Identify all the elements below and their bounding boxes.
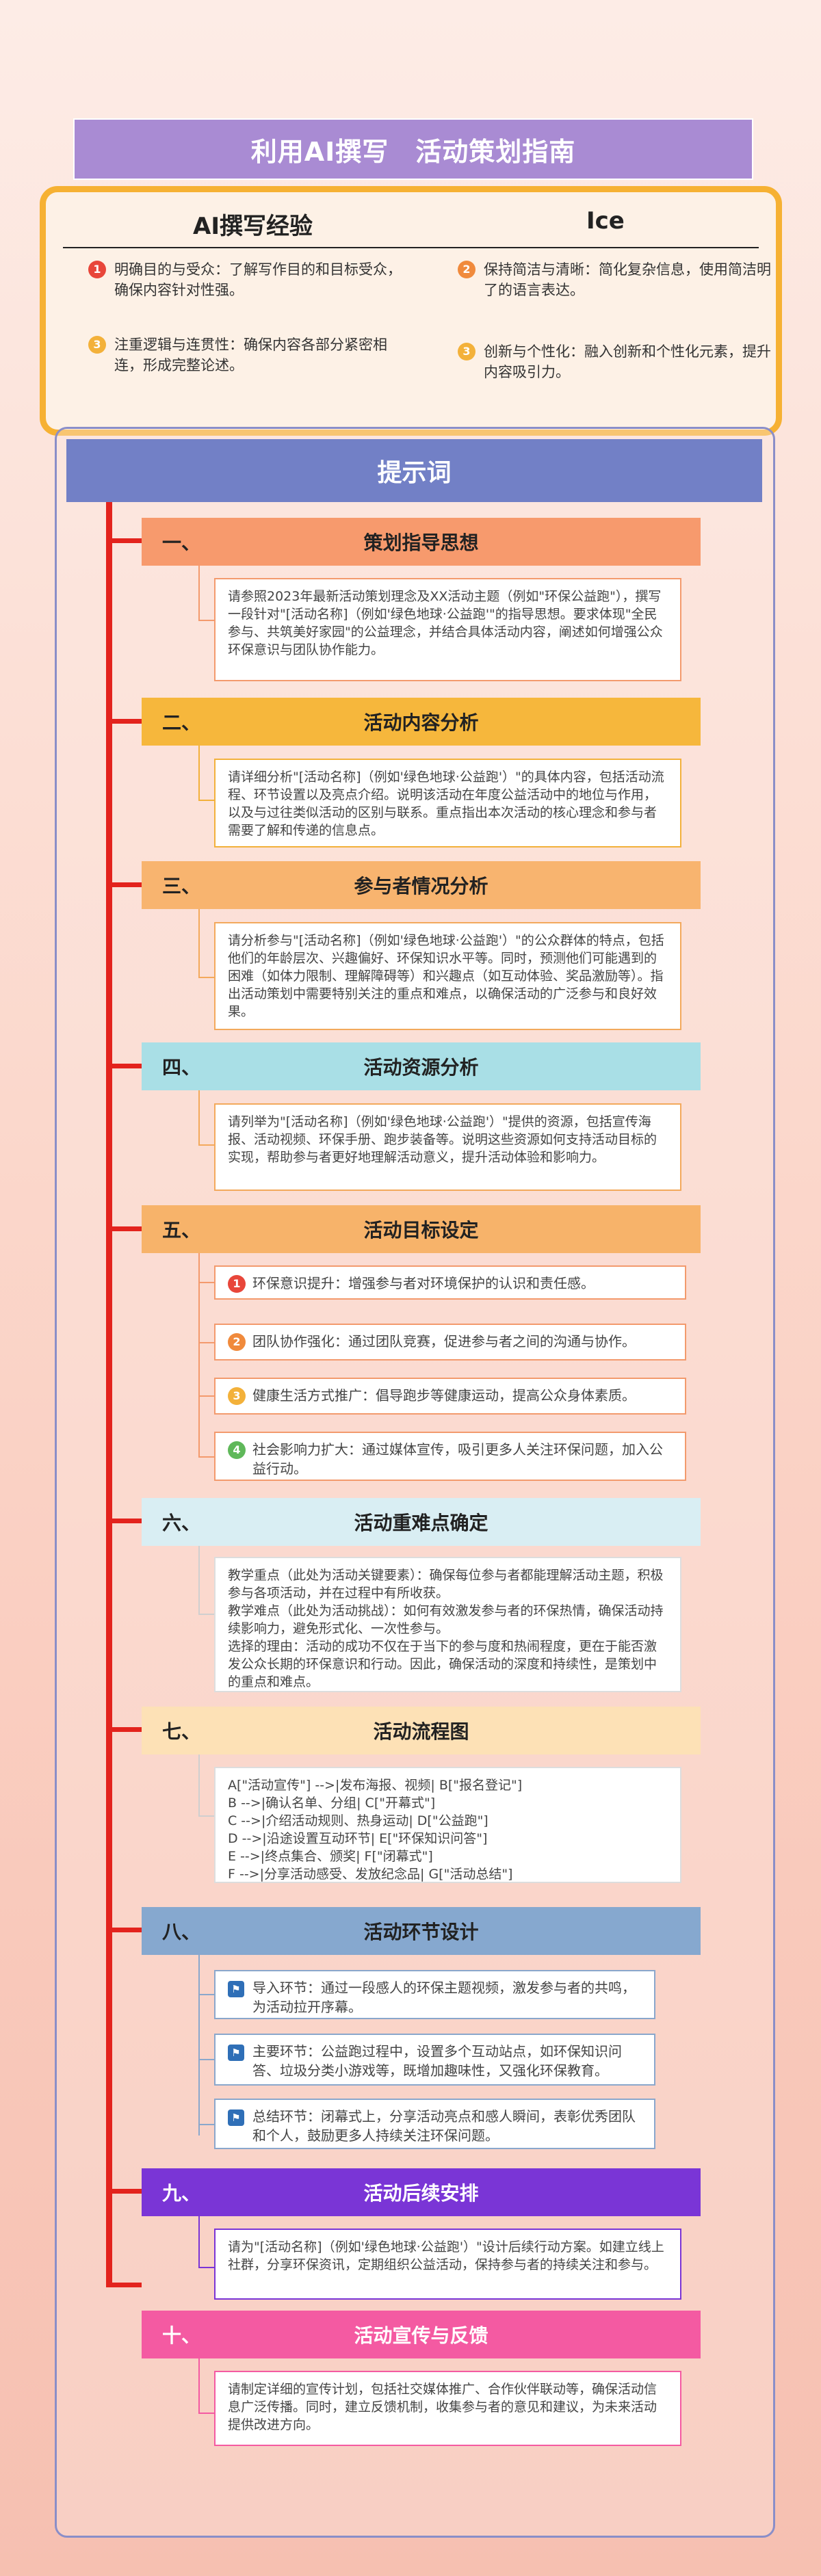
section-header-8: 八、活动环节设计	[142, 1907, 701, 1955]
connector	[198, 1282, 214, 1283]
connector	[198, 1955, 200, 2135]
connector	[198, 1090, 200, 1145]
section-header-2: 二、活动内容分析	[142, 698, 701, 746]
section-header-10: 十、活动宣传与反馈	[142, 2311, 701, 2358]
connector	[198, 977, 214, 978]
flag-icon: ⚑	[228, 2110, 244, 2126]
timeline-branch	[106, 1226, 142, 1231]
section-header-4: 四、活动资源分析	[142, 1042, 701, 1090]
number-badge: 1	[88, 261, 106, 278]
section-header-6: 六、活动重难点确定	[142, 1498, 701, 1546]
connector	[198, 1546, 200, 1614]
experience-item: 1 明确目的与受众：了解写作目的和目标受众，确保内容针对性强。	[88, 259, 408, 300]
experience-item: 3 注重逻辑与连贯性：确保内容各部分紧密相连，形成完整论述。	[88, 334, 408, 376]
step-item: ⚑ 导入环节：通过一段感人的环保主题视频，激发参与者的共鸣，为活动拉开序幕。	[214, 1970, 655, 2019]
number-badge: 2	[458, 261, 475, 278]
section-content: 请为"[活动名称]（例如'绿色地球·公益跑'）"设计后续行动方案。如建立线上社群…	[214, 2229, 681, 2300]
timeline-branch	[106, 1519, 142, 1523]
section-content: 请列举为"[活动名称]（例如'绿色地球·公益跑'）"提供的资源，包括宣传海报、活…	[214, 1103, 681, 1191]
connector	[198, 1754, 200, 1816]
connector	[198, 2216, 200, 2268]
experience-divider	[63, 247, 759, 248]
number-badge: 3	[88, 336, 106, 354]
prompt-heading: 提示词	[66, 439, 762, 502]
section-header-3: 三、参与者情况分析	[142, 861, 701, 909]
timeline-branch	[106, 882, 142, 887]
connector	[198, 800, 214, 801]
connector	[198, 2413, 214, 2414]
flag-icon: ⚑	[228, 1981, 244, 1997]
connector	[198, 2059, 214, 2060]
connector	[198, 620, 214, 621]
section-content: 请制定详细的宣传计划，包括社交媒体推广、合作伙伴联动等，确保活动信息广泛传播。同…	[214, 2371, 681, 2446]
number-badge: 4	[228, 1441, 246, 1459]
section-header-1: 一、策划指导思想	[142, 518, 701, 566]
goal-item: 1 环保意识提升：增强参与者对环境保护的认识和责任感。	[214, 1265, 686, 1300]
number-badge: 2	[228, 1333, 246, 1351]
experience-heading: AI撰写经验	[193, 213, 313, 240]
section-header-9: 九、活动后续安排	[142, 2168, 701, 2216]
section-content: 请参照2023年最新活动策划理念及XX活动主题（例如"环保公益跑"），撰写一段针…	[214, 578, 681, 681]
connector	[198, 1342, 214, 1343]
connector	[198, 2267, 214, 2268]
timeline-branch	[106, 538, 142, 543]
goal-item: 4 社会影响力扩大：通过媒体宣传，吸引更多人关注环保问题，加入公益行动。	[214, 1432, 686, 1481]
section-header-5: 五、活动目标设定	[142, 1205, 701, 1253]
connector	[198, 1994, 214, 1995]
flowchart-content: A["活动宣传"] -->|发布海报、视频| B["报名登记"] B -->|确…	[214, 1767, 681, 1883]
connector	[198, 909, 200, 977]
connector	[198, 746, 200, 800]
timeline-branch	[106, 1727, 142, 1732]
step-item: ⚑ 主要环节：公益跑过程中，设置多个互动站点，如环保知识问答、垃圾分类小游戏等，…	[214, 2034, 655, 2086]
experience-item: 2 保持简洁与清晰：简化复杂信息，使用简洁明了的语言表达。	[458, 259, 771, 300]
experience-panel: AI撰写经验 Ice 1 明确目的与受众：了解写作目的和目标受众，确保内容针对性…	[40, 186, 782, 436]
timeline-branch	[106, 1928, 142, 1932]
timeline-branch	[106, 2283, 142, 2287]
ice-heading: Ice	[586, 207, 625, 235]
timeline-branch	[106, 1064, 142, 1068]
connector	[198, 1253, 200, 1457]
number-badge: 3	[458, 343, 475, 360]
step-item: ⚑ 总结环节：闭幕式上，分享活动亮点和感人瞬间，表彰优秀团队和个人，鼓励更多人持…	[214, 2099, 655, 2149]
experience-item: 3 创新与个性化：融入创新和个性化元素，提升内容吸引力。	[458, 341, 771, 382]
timeline-branch	[106, 2189, 142, 2194]
connector	[198, 2358, 200, 2413]
flag-icon: ⚑	[228, 2045, 244, 2061]
connector	[198, 1456, 214, 1458]
number-badge: 3	[228, 1387, 246, 1405]
number-badge: 1	[228, 1275, 246, 1293]
connector	[198, 566, 200, 620]
connector	[198, 1815, 214, 1817]
goal-item: 3 健康生活方式推广：倡导跑步等健康运动，提高公众身体素质。	[214, 1378, 686, 1415]
connector	[198, 1144, 214, 1146]
section-header-7: 七、活动流程图	[142, 1707, 701, 1754]
section-content: 教学重点（此处为活动关键要素）：确保每位参与者都能理解活动主题，积极参与各项活动…	[214, 1557, 681, 1692]
connector	[198, 2124, 214, 2125]
connector	[198, 1614, 214, 1615]
goal-item: 2 团队协作强化：通过团队竞赛，促进参与者之间的沟通与协作。	[214, 1324, 686, 1361]
timeline-spine	[106, 502, 112, 2287]
timeline-branch	[106, 719, 142, 724]
section-content: 请分析参与"[活动名称]（例如'绿色地球·公益跑'）"的公众群体的特点，包括他们…	[214, 922, 681, 1030]
connector	[198, 1395, 214, 1397]
section-content: 请详细分析"[活动名称]（例如'绿色地球·公益跑'）"的具体内容，包括活动流程、…	[214, 759, 681, 847]
page-title: 利用AI撰写 活动策划指南	[73, 118, 753, 180]
